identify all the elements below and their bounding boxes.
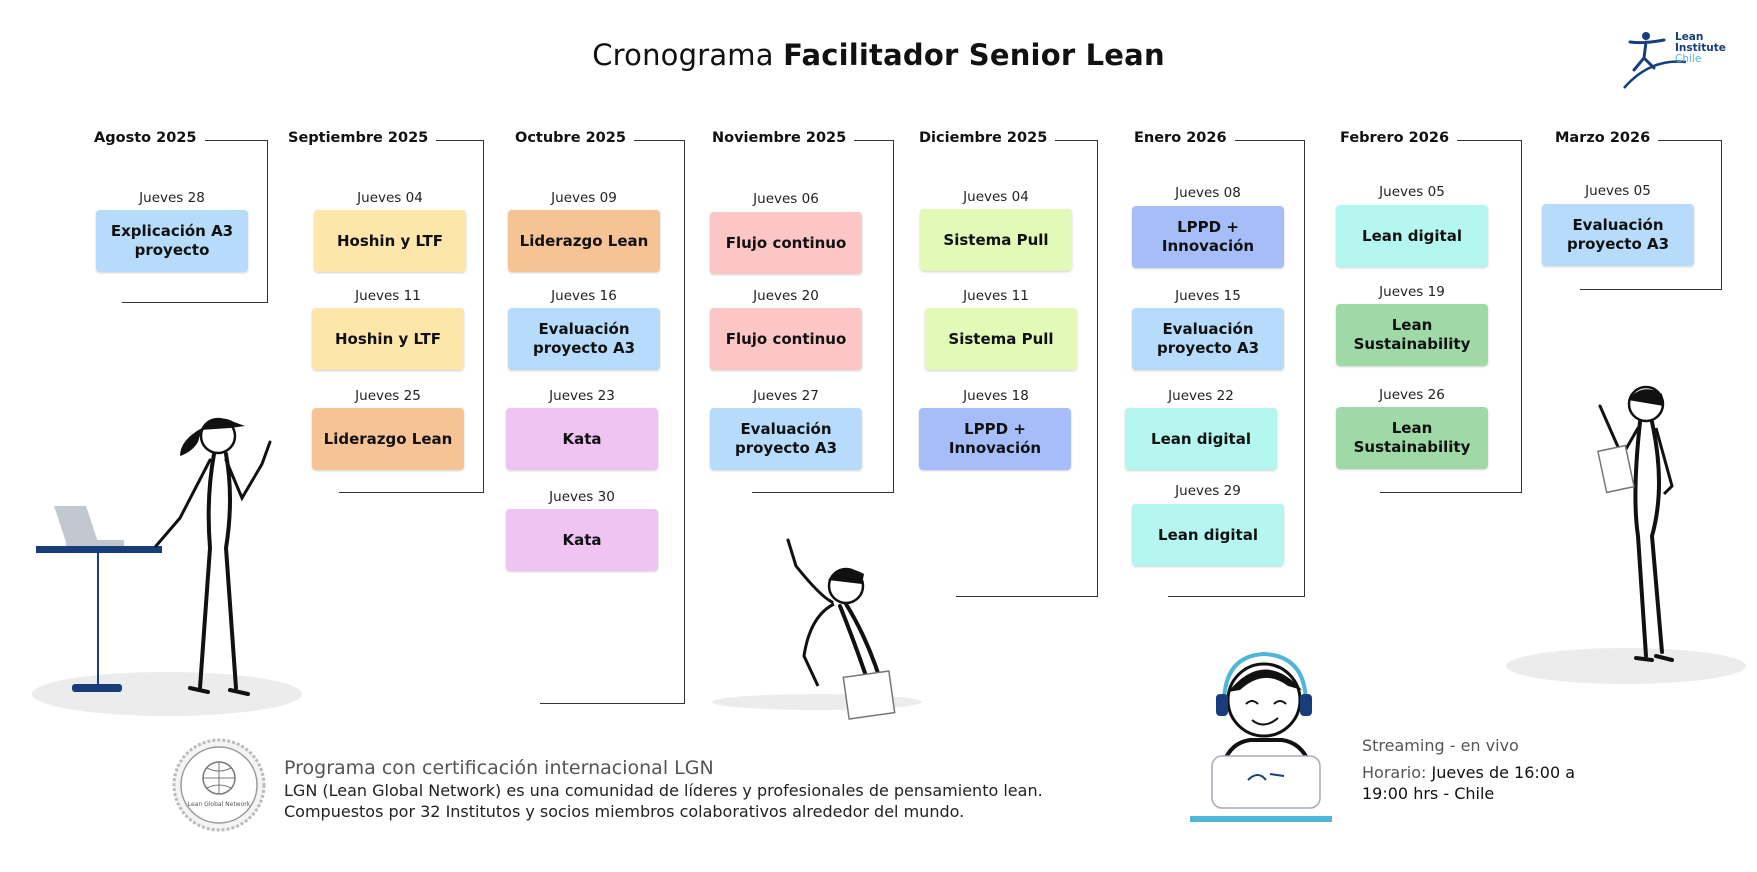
session-card: Lean Sustainability: [1336, 407, 1488, 469]
horario: Horario: Jueves de 16:00 a 19:00 hrs - C…: [1362, 762, 1622, 804]
session-card: Lean digital: [1132, 504, 1284, 566]
month-septiembre: Septiembre 2025: [280, 130, 437, 146]
month-noviembre: Noviembre 2025: [704, 130, 855, 146]
session-card: Evaluación proyecto A3: [710, 408, 862, 470]
session-date: Jueves 09: [551, 190, 617, 206]
month-marzo: Marzo 2026: [1547, 130, 1659, 146]
session-date: Jueves 08: [1175, 185, 1241, 201]
lean-institute-logo: Lean Institute Chile: [1620, 28, 1740, 94]
session-date: Jueves 11: [963, 288, 1029, 304]
seal-text: Lean Global Network: [188, 801, 251, 808]
pointing-figure-icon: [786, 538, 896, 720]
month-diciembre: Diciembre 2025: [911, 130, 1056, 146]
session-date: Jueves 04: [963, 189, 1029, 205]
session-date: Jueves 15: [1175, 288, 1241, 304]
session-card: Evaluación proyecto A3: [508, 308, 660, 370]
session-date: Jueves 28: [139, 190, 205, 206]
lgn-seal-icon: Lean Global Network: [172, 738, 266, 832]
session-card: Kata: [506, 408, 658, 470]
session-date: Jueves 11: [355, 288, 421, 304]
horario-label: Horario:: [1362, 763, 1427, 782]
certification-title: Programa con certificación internacional…: [284, 757, 714, 779]
session-date: Jueves 04: [357, 190, 423, 206]
session-card: Evaluación proyecto A3: [1132, 308, 1284, 370]
title-light: Cronograma: [592, 38, 774, 72]
session-card: Sistema Pull: [925, 308, 1077, 370]
session-date: Jueves 18: [963, 388, 1029, 404]
month-octubre: Octubre 2025: [507, 130, 634, 146]
streaming-label: Streaming - en vivo: [1362, 736, 1519, 755]
woman-laptop-figure-icon: [36, 417, 272, 696]
bracket-enero: [1168, 140, 1305, 597]
session-card: Hoshin y LTF: [314, 210, 466, 272]
lean-institute-figure-icon: [1623, 32, 1687, 89]
month-febrero: Febrero 2026: [1332, 130, 1458, 146]
floor-shadow: [1506, 648, 1746, 684]
logo-text: Lean Institute Chile: [1675, 31, 1726, 65]
session-card: Liderazgo Lean: [312, 408, 464, 470]
session-date: Jueves 05: [1379, 184, 1445, 200]
session-date: Jueves 27: [753, 388, 819, 404]
session-date: Jueves 30: [549, 489, 615, 505]
session-date: Jueves 25: [355, 388, 421, 404]
session-card: Evaluación proyecto A3: [1542, 204, 1694, 266]
month-enero: Enero 2026: [1126, 130, 1235, 146]
session-card: Flujo continuo: [710, 308, 862, 370]
session-date: Jueves 29: [1175, 483, 1241, 499]
session-card: LPPD + Innovación: [919, 408, 1071, 470]
session-date: Jueves 19: [1379, 284, 1445, 300]
page-title: Cronograma Facilitador Senior Lean: [0, 38, 1757, 72]
session-card: Kata: [506, 509, 658, 571]
session-card: Explicación A3 proyecto: [96, 210, 248, 272]
session-card: Hoshin y LTF: [312, 308, 464, 370]
session-card: LPPD + Innovación: [1132, 206, 1284, 268]
session-date: Jueves 23: [549, 388, 615, 404]
session-card: Liderazgo Lean: [508, 210, 660, 272]
session-card: Lean Sustainability: [1336, 304, 1488, 366]
session-date: Jueves 26: [1379, 387, 1445, 403]
session-card: Lean digital: [1336, 205, 1488, 267]
month-agosto: Agosto 2025: [86, 130, 205, 146]
session-date: Jueves 05: [1585, 183, 1651, 199]
headset-figure-icon: [1190, 651, 1332, 822]
clipboard-figure-icon: [1597, 385, 1674, 662]
session-date: Jueves 06: [753, 191, 819, 207]
session-date: Jueves 20: [753, 288, 819, 304]
session-date: Jueves 16: [551, 288, 617, 304]
certification-body: LGN (Lean Global Network) es una comunid…: [284, 781, 1043, 821]
session-card: Lean digital: [1125, 408, 1277, 470]
title-bold: Facilitador Senior Lean: [783, 38, 1165, 72]
floor-shadow: [32, 672, 302, 716]
session-card: Flujo continuo: [710, 212, 862, 274]
session-card: Sistema Pull: [920, 209, 1072, 271]
session-date: Jueves 22: [1168, 388, 1234, 404]
horario-value: Jueves de 16:00 a 19:00 hrs - Chile: [1362, 763, 1576, 803]
